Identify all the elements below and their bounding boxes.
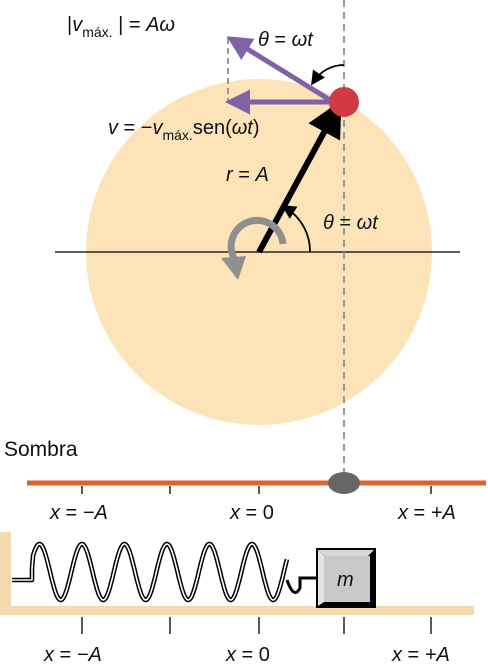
velocity-x-label: v = −vmáx.sen(ωt) bbox=[108, 117, 260, 143]
mass-point bbox=[329, 87, 359, 117]
mass-label: m bbox=[337, 569, 354, 591]
shadow-dot bbox=[328, 472, 360, 494]
rotation-arrow bbox=[227, 216, 287, 267]
top-axis-label-zero: x = 0 bbox=[229, 502, 274, 524]
theta-center-label: θ = ωt bbox=[323, 212, 379, 234]
top-angle-arc bbox=[310, 64, 345, 86]
shadow-title: Sombra bbox=[4, 438, 78, 461]
rotation-arrowhead bbox=[221, 256, 246, 280]
theta-top-label: θ = ωt bbox=[258, 29, 314, 51]
top-axis-label-plus-a: x = +A bbox=[397, 502, 456, 524]
vmax-magnitude-label: |vmáx. | = Aω bbox=[67, 14, 175, 40]
floor bbox=[0, 606, 474, 615]
spring-connector bbox=[285, 576, 318, 594]
radius-label: r = A bbox=[226, 164, 269, 186]
top-axis-label-minus-a: x = −A bbox=[49, 502, 108, 524]
center-angle-arc bbox=[281, 205, 311, 253]
mass-block bbox=[316, 548, 376, 608]
bottom-axis-label-minus-a: x = −A bbox=[43, 644, 102, 666]
wall bbox=[0, 532, 11, 614]
spring bbox=[12, 541, 290, 603]
bottom-axis-label-zero: x = 0 bbox=[225, 644, 270, 666]
bottom-axis-label-plus-a: x = +A bbox=[391, 644, 450, 666]
velocity-tangent-arrow bbox=[226, 36, 332, 103]
